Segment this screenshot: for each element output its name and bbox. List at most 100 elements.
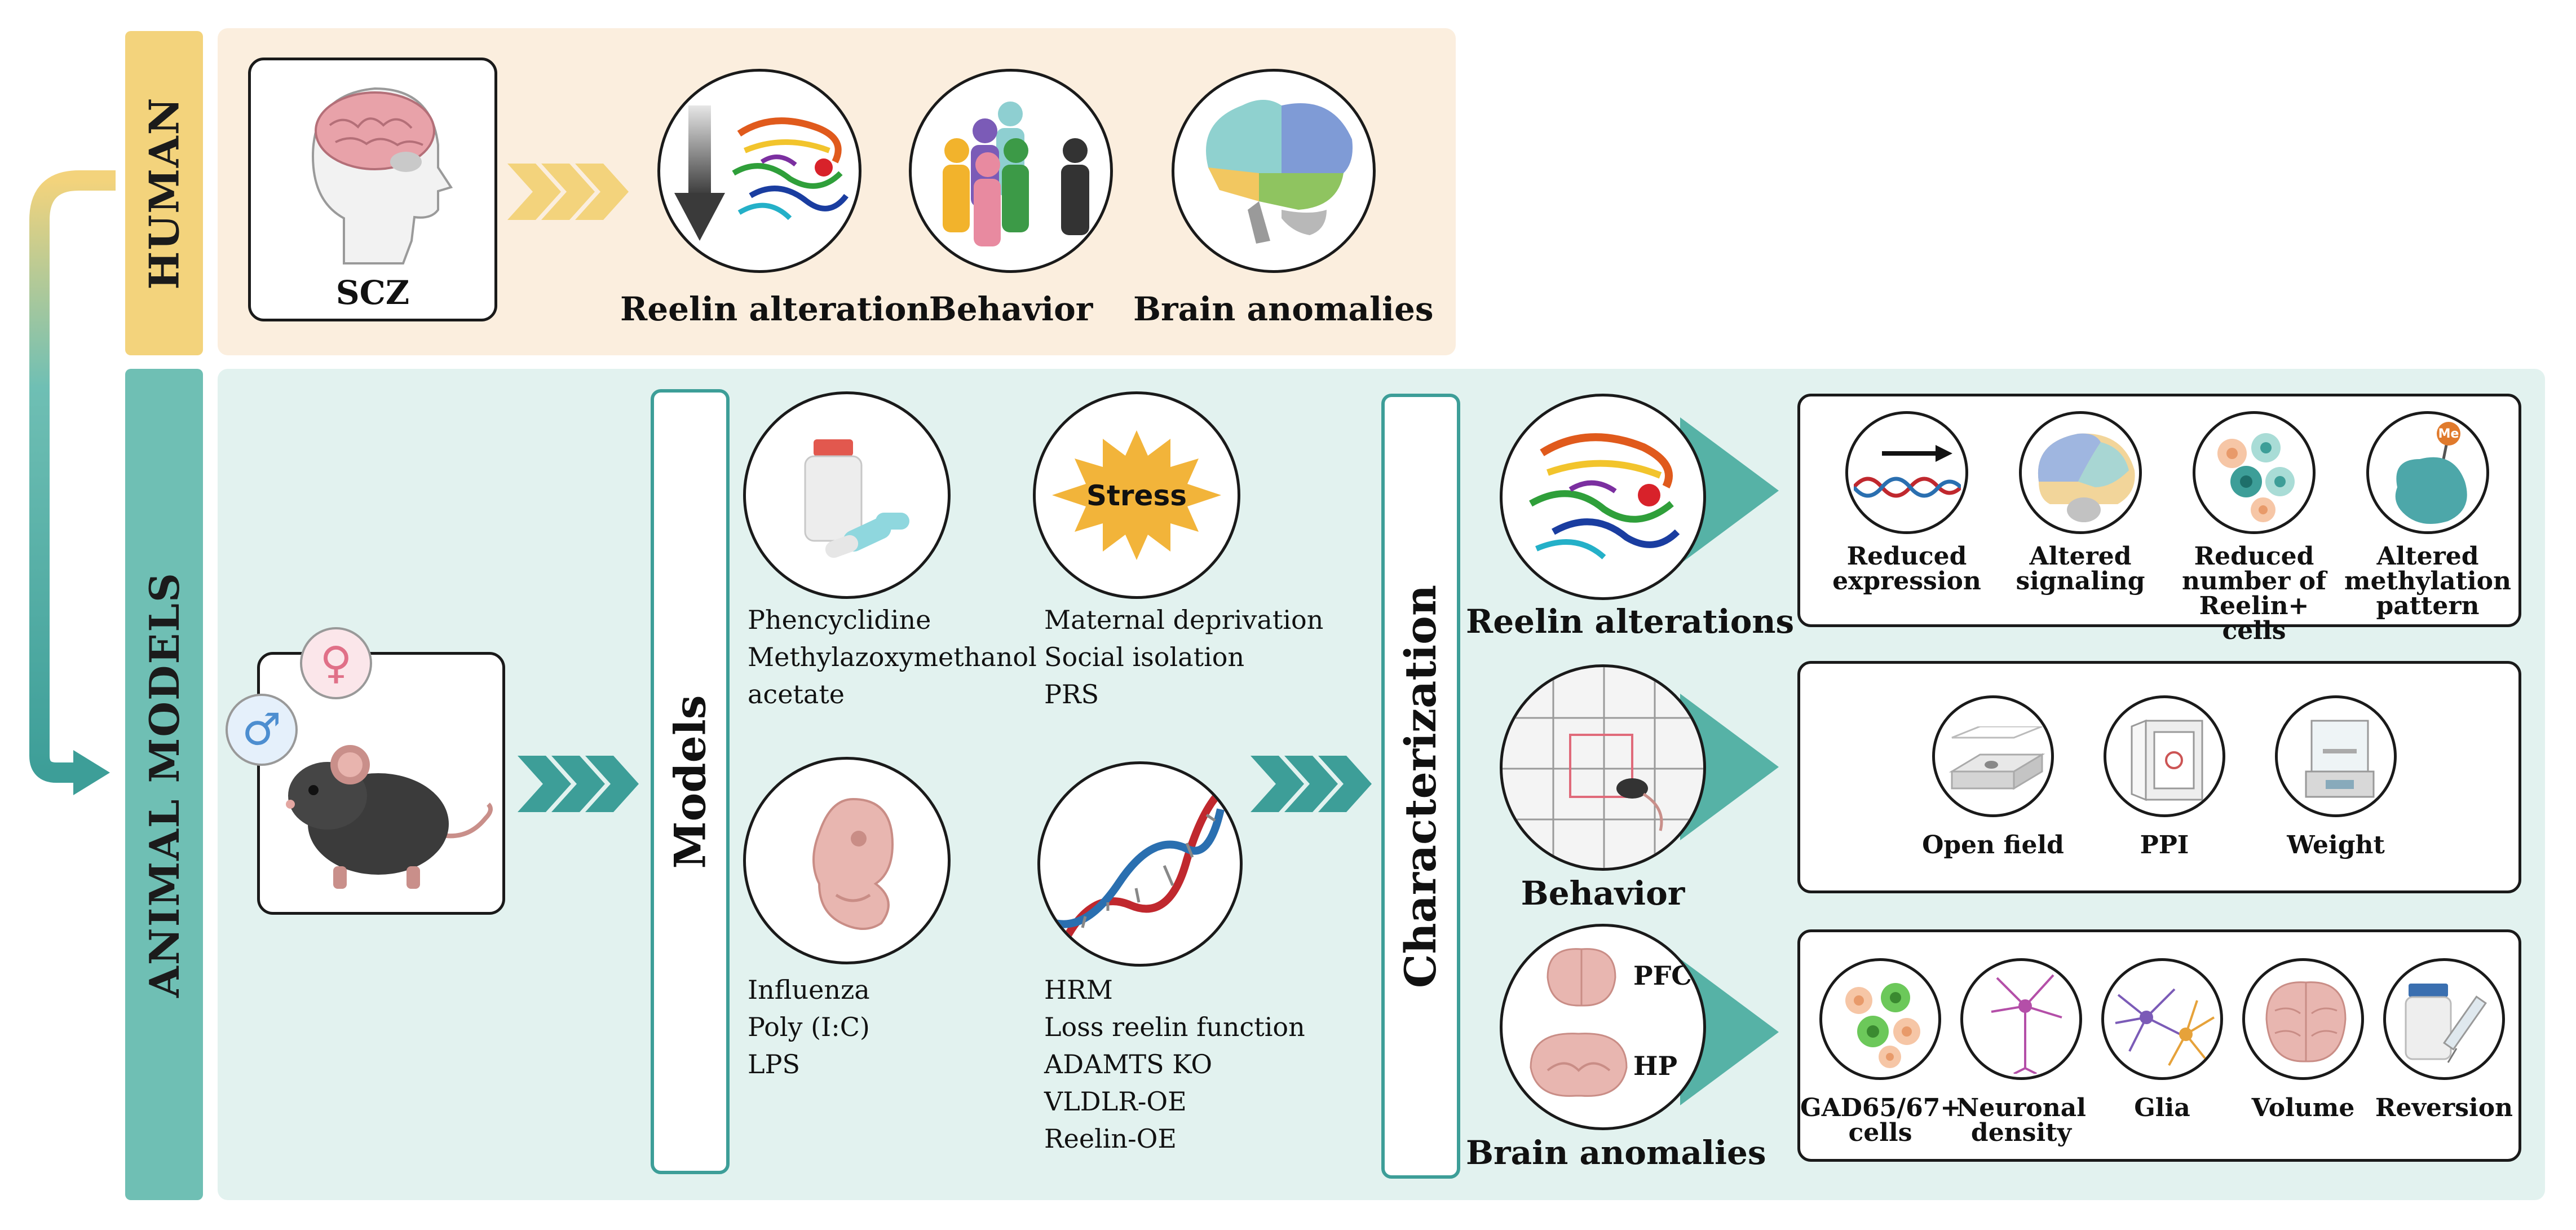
model-item: Reelin-OE	[1044, 1123, 1177, 1154]
model-item: Social isolation	[1044, 642, 1245, 672]
brain-section-icon	[2038, 433, 2135, 522]
mouse-icon	[286, 745, 493, 889]
outcome-label: Weight	[2287, 831, 2385, 859]
animal-band: ANIMAL MODELS	[125, 369, 203, 1200]
female-icon: ♀	[320, 638, 352, 689]
human-band: HUMAN	[125, 31, 203, 355]
outcome-label: GAD65/67+ cells	[1800, 1094, 1961, 1147]
drugs-circle	[743, 391, 951, 599]
open-field-grid-icon	[1503, 667, 1703, 868]
down-arrow-icon	[674, 105, 725, 241]
human-chevron-icon	[507, 164, 629, 220]
cells-icon	[2217, 433, 2295, 522]
reelin-char-circle	[1500, 394, 1706, 600]
brain-outcomes-box: GAD65/67+ cells Neuronal density Glia Vo…	[1797, 929, 2521, 1162]
behavior-char-circle	[1500, 664, 1706, 871]
brain-anomalies-circle	[1172, 69, 1376, 273]
scz-label: SCZ	[335, 274, 410, 312]
behavior-arrow-icon	[1680, 694, 1779, 840]
model-item: VLDLR-OE	[1044, 1086, 1187, 1117]
model-item: LPS	[748, 1049, 801, 1079]
brain-arrow-icon	[1680, 959, 1779, 1105]
outcome-circle	[1819, 958, 1941, 1080]
outcome-circle	[1932, 695, 2054, 817]
outcome-circle	[2193, 411, 2316, 534]
characterization-title: Characterization	[1395, 584, 1446, 988]
mouse-box	[257, 652, 505, 915]
models-box: Models	[651, 389, 730, 1174]
scale-icon	[2305, 720, 2375, 798]
female-symbol-circle: ♀	[300, 627, 372, 699]
behavior-outcomes-box: Open field PPI Weight	[1797, 661, 2521, 893]
gad-cells-icon	[1845, 983, 1920, 1068]
brain-coronal-pfc-icon	[1547, 948, 1616, 1007]
dna-arrow-icon	[1854, 445, 1961, 498]
dna-circle	[1037, 761, 1243, 967]
brain-lobes-icon	[1206, 100, 1353, 244]
drugs-list: Phencyclidine Methylazoxymethanol acetat…	[748, 601, 1037, 713]
vial-syringe-icon	[2405, 984, 2487, 1063]
reelin-alteration-circle	[657, 69, 861, 273]
human-to-animal-arrow-icon	[29, 170, 116, 795]
scz-box: SCZ	[248, 58, 497, 321]
outcome-label: Neuronal density	[1956, 1094, 2086, 1147]
reelin-outcomes-box: Reduced expression Altered signaling Red…	[1797, 394, 2521, 643]
open-field-icon	[1948, 726, 2045, 790]
stress-burst-icon	[1052, 430, 1221, 560]
ppi-chamber-icon	[2131, 719, 2203, 801]
brain-anomalies-label: Brain anomalies	[1133, 290, 1434, 328]
embryo-icon	[812, 797, 894, 930]
model-item: Methylazoxymethanol	[748, 642, 1037, 672]
outcome-label: Reduced number of Reelin+ cells	[2181, 542, 2327, 645]
model-item: HRM	[1044, 975, 1113, 1005]
animal-band-label: ANIMAL MODELS	[140, 571, 188, 998]
outcome-label: Altered signaling	[2016, 542, 2145, 596]
animal-chevron-1-icon	[518, 756, 639, 812]
outcome-circle	[2104, 695, 2225, 817]
reelin-protein-icon	[732, 117, 849, 221]
brain-coronal-hp-icon	[1530, 1033, 1628, 1097]
outcome-label: PPI	[2140, 831, 2189, 859]
brain-volume-icon	[2265, 981, 2347, 1063]
reelin-protein-icon	[1529, 433, 1680, 559]
behavior-char-label: Behavior	[1521, 874, 1685, 912]
immune-list: Influenza Poly (I:C) LPS	[748, 971, 870, 1083]
model-item: Poly (I:C)	[748, 1012, 870, 1042]
characterization-box: Characterization	[1381, 394, 1460, 1179]
reelin-arrow-icon	[1680, 417, 1779, 564]
outcome-circle	[1960, 958, 2082, 1080]
outcome-label: Open field	[1922, 831, 2064, 859]
reelin-char-label: Reelin alterations	[1466, 602, 1795, 641]
outcome-label: Altered methylation pattern	[2344, 542, 2512, 620]
model-item: Influenza	[748, 975, 870, 1005]
model-item: Phencyclidine	[748, 605, 931, 635]
embryo-circle	[743, 757, 951, 964]
male-icon: ♂	[242, 704, 281, 755]
behavior-label: Behavior	[929, 290, 1093, 328]
region-label-pfc: PFC	[1633, 960, 1692, 991]
brain-char-label: Brain anomalies	[1466, 1134, 1766, 1172]
stress-badge: Stress	[1086, 479, 1187, 512]
outcome-circle	[2019, 411, 2142, 534]
dna-helix-icon	[1051, 783, 1229, 947]
outcome-label: Volume	[2251, 1094, 2355, 1122]
region-label-hp: HP	[1633, 1051, 1678, 1081]
genetic-list: HRM Loss reelin function ADAMTS KO VLDLR…	[1044, 971, 1305, 1157]
neuron-icon	[1991, 974, 2062, 1074]
model-item: acetate	[748, 679, 845, 709]
stress-list: Maternal deprivation Social isolation PR…	[1044, 601, 1323, 713]
outcome-label: Reversion	[2375, 1094, 2513, 1122]
model-item: ADAMTS KO	[1044, 1049, 1213, 1079]
outcome-circle: Me	[2366, 411, 2489, 534]
model-item: PRS	[1044, 679, 1099, 709]
outcome-circle	[2383, 958, 2505, 1080]
methyl-badge: Me	[2437, 422, 2460, 446]
model-item: Loss reelin function	[1044, 1012, 1305, 1042]
models-title: Models	[665, 695, 715, 869]
male-symbol-circle: ♂	[226, 694, 298, 766]
outcome-circle	[2242, 958, 2364, 1080]
outcome-label: Reduced expression	[1832, 542, 1981, 596]
outcome-circle	[1845, 411, 1968, 534]
pills-icon	[804, 439, 909, 558]
behavior-circle	[909, 69, 1113, 273]
